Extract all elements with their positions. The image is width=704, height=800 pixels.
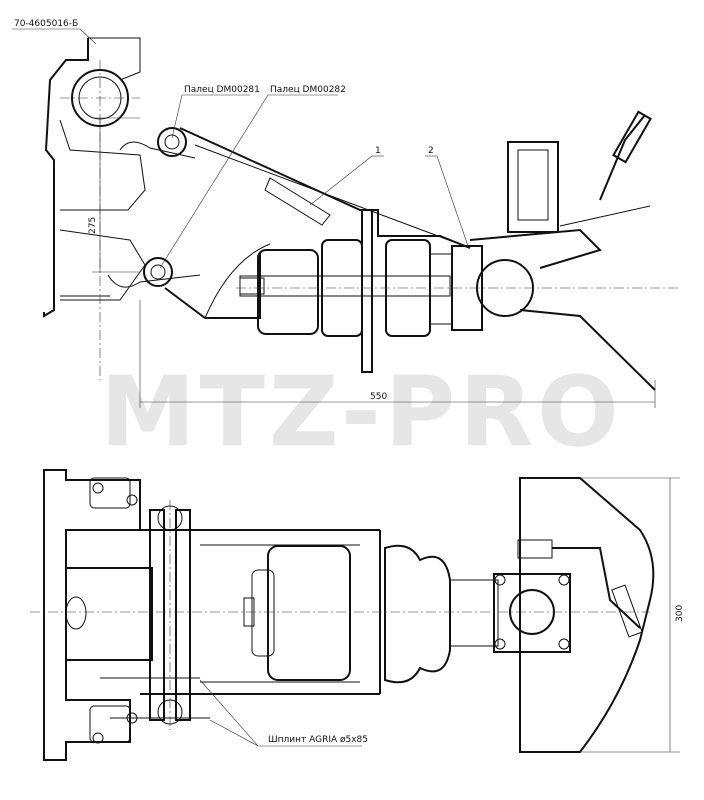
mount-eye (65, 596, 87, 630)
lower-pin-boss (143, 257, 173, 287)
side-view: 275 550 70-4605016-Б Палец DM00281 Палец… (12, 19, 680, 408)
lower-cotter (107, 274, 201, 288)
bolt-4 (92, 732, 104, 744)
pin-vertical-1 (149, 509, 165, 721)
bellows-neck (449, 579, 499, 647)
bolt-plate-bottom (89, 705, 131, 743)
damper-rod (239, 275, 451, 297)
latch-inner (517, 149, 549, 221)
callout-1-leader (309, 155, 373, 206)
hook-upper (469, 228, 602, 269)
pin-1-label: Палец DM00281 (184, 85, 260, 95)
watermark: MTZ-PRO (100, 356, 623, 468)
damper-barrel (267, 545, 351, 681)
dim-horizontal-text: 550 (370, 392, 387, 402)
cotter-label: Шплинт AGRIA ø5х85 (268, 735, 368, 745)
upper-pin-boss (157, 127, 187, 157)
pin-1-leader (171, 94, 183, 139)
arm-curve (204, 243, 271, 319)
dim-vertical-text: 275 (88, 217, 98, 234)
bracket-top (88, 37, 141, 81)
damper-cup (257, 249, 319, 335)
dim-300-text: 300 (675, 605, 685, 622)
upper-cotter (119, 141, 196, 159)
coupling-bolt-3 (494, 638, 506, 650)
frame-diagonal (194, 144, 471, 249)
callout-1: 1 (375, 146, 381, 156)
latch-body (507, 141, 559, 233)
bolt-2 (126, 494, 138, 506)
latch-bar (517, 539, 553, 559)
bracket-lower (59, 229, 146, 301)
rib-slot (264, 177, 331, 226)
callout-2: 2 (428, 146, 434, 156)
plan-handle (552, 547, 641, 629)
coupling-bolt-1 (494, 574, 506, 586)
lower-pin (150, 264, 166, 280)
handle-grip (612, 110, 652, 164)
plan-handle-grip (611, 584, 643, 638)
bracket-outline (43, 38, 89, 318)
lower-link-arm (164, 252, 261, 319)
mount-block (65, 567, 153, 661)
cotter-leader-2 (209, 719, 259, 747)
hook-plate (519, 477, 655, 753)
callout-2-leader (436, 155, 469, 247)
code-leader (79, 28, 97, 45)
coupling-plate (493, 573, 571, 653)
mount-plate (361, 209, 373, 373)
plan-bracket (43, 469, 141, 761)
guide-plate (559, 205, 651, 227)
upper-link-arm (179, 127, 471, 249)
handle-lever (599, 114, 646, 201)
coupling-bolt-4 (558, 638, 570, 650)
pin-2-label: Палец DM00282 (270, 85, 346, 95)
bellows (384, 544, 451, 684)
upper-pin (164, 134, 180, 150)
pin-vertical-2 (175, 509, 191, 721)
rod-end (239, 277, 265, 295)
assembly-code: 70-4605016-Б (14, 19, 78, 29)
hook-lower (519, 309, 656, 391)
barrel-cap (251, 569, 275, 657)
damper-nut (429, 253, 453, 325)
pin-2-leader (159, 94, 269, 269)
bracket-web (59, 119, 146, 211)
cotter-leader-1 (199, 679, 259, 747)
bolt-plate-top (89, 477, 131, 509)
bolt-1 (92, 482, 104, 494)
plan-view: 300 Шплинт AGRIA ø5х85 (30, 469, 685, 761)
coupling-bolt-2 (558, 574, 570, 586)
